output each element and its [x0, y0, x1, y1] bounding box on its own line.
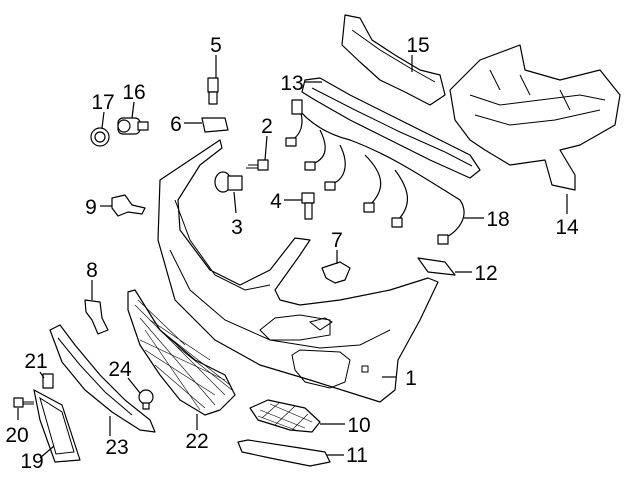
callout-11: 11	[346, 444, 368, 467]
callout-24: 24	[108, 358, 132, 381]
callout-3: 3	[231, 216, 243, 239]
part-15-upper-bracket	[341, 14, 446, 106]
part-21-clip	[42, 373, 54, 389]
callout-4: 4	[270, 190, 282, 213]
leader-lines	[17, 55, 568, 459]
callout-22: 22	[185, 430, 208, 453]
part-18-wiring-harness	[285, 99, 465, 245]
part-2-screw	[246, 159, 269, 171]
part-1-bumper-cover	[157, 139, 439, 403]
part-10-fog-grille	[249, 399, 321, 433]
callout-2: 2	[261, 115, 273, 138]
part-19-license-plate-bracket	[33, 389, 81, 463]
callout-20: 20	[5, 424, 28, 447]
callout-5: 5	[210, 34, 222, 57]
callout-18: 18	[486, 208, 509, 231]
part-11-trim-strip	[237, 439, 331, 467]
callout-labels: 5 6 17 16 2 3 4 9 7 18 12 13 15 14 8 1 1…	[5, 34, 579, 473]
callout-14: 14	[555, 216, 579, 239]
part-7-clip	[321, 261, 351, 284]
callout-16: 16	[122, 81, 145, 104]
part-24-clip	[138, 389, 154, 410]
part-8-bracket	[84, 299, 109, 335]
part-9-sensor-bracket	[111, 194, 146, 217]
part-5-bolt	[207, 77, 219, 105]
callout-1: 1	[405, 367, 417, 390]
part-22-lower-grille	[127, 289, 236, 416]
part-4-bolt	[301, 192, 315, 220]
callout-10: 10	[347, 414, 370, 437]
part-23-lower-trim	[49, 324, 156, 433]
callout-6: 6	[170, 113, 182, 136]
callout-9: 9	[85, 196, 97, 219]
callout-21: 21	[24, 350, 47, 373]
part-16-sensor	[117, 117, 149, 135]
callout-15: 15	[406, 34, 429, 57]
callout-17: 17	[91, 91, 114, 114]
callout-19: 19	[20, 450, 43, 473]
callout-13: 13	[280, 72, 303, 95]
callout-8: 8	[86, 259, 98, 282]
callout-7: 7	[331, 229, 343, 252]
part-20-screw	[13, 397, 34, 408]
part-14-carrier	[449, 44, 621, 191]
part-3-clip	[214, 171, 243, 193]
callout-12: 12	[474, 262, 497, 285]
part-17-ring	[90, 127, 110, 147]
part-6-clip	[201, 117, 229, 133]
part-12-bracket	[417, 257, 456, 276]
callout-23: 23	[105, 436, 128, 459]
